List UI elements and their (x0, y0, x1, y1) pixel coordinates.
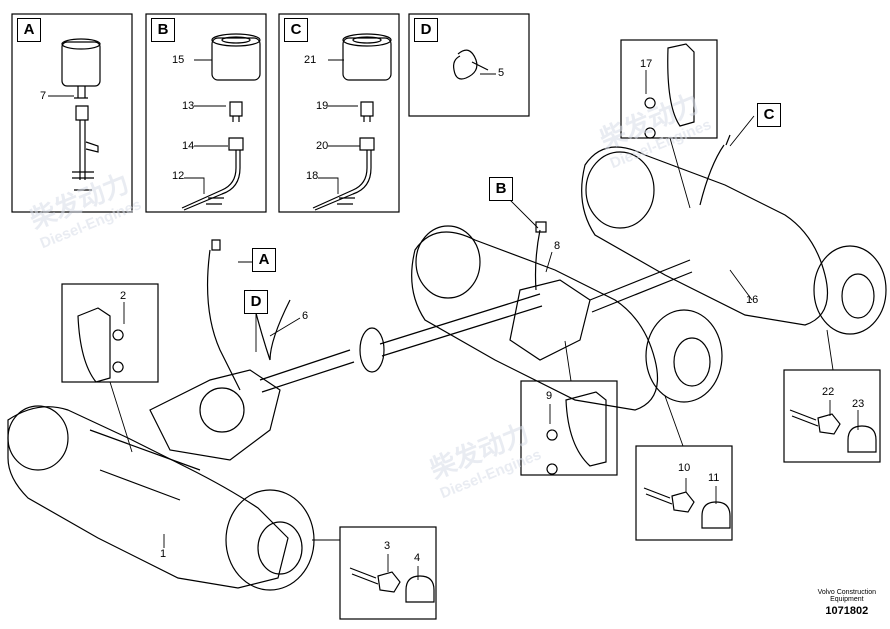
inset-b-breather-drawing (181, 33, 261, 211)
callout-10: 10 (678, 462, 691, 474)
callout-20: 20 (316, 140, 329, 152)
pointer-label-c: C (757, 103, 781, 127)
middle-axle-drawing (411, 225, 723, 411)
callout-7: 7 (40, 90, 47, 102)
callout-11: 11 (708, 472, 720, 484)
inset-label-a: A (17, 18, 41, 42)
detail-box-10-11 (635, 445, 733, 541)
inset-c-breather-drawing (312, 33, 392, 211)
inset-box-b (145, 13, 267, 213)
cap-23-drawing (847, 425, 877, 453)
bracket-17-drawing (644, 43, 695, 139)
front-axle-drawing (7, 405, 315, 591)
bracket-2-drawing (77, 307, 124, 383)
pointer-label-d: D (244, 290, 268, 314)
leader-lines (48, 59, 859, 580)
inset-a-breather-drawing (61, 38, 101, 191)
inset-label-d: D (414, 18, 438, 42)
callout-23: 23 (852, 398, 865, 410)
rear-axle-drawing (581, 134, 887, 335)
bolt-3-drawing (349, 567, 401, 593)
callout-17: 17 (640, 58, 653, 70)
inset-box-c (278, 13, 400, 213)
document-number: 1071802 (825, 605, 869, 617)
callout-12: 12 (172, 170, 185, 182)
callout-21: 21 (304, 54, 317, 66)
callout-13: 13 (182, 100, 195, 112)
callout-22: 22 (822, 386, 835, 398)
detail-box-3-4 (339, 526, 437, 620)
detail-box-9 (520, 380, 618, 476)
inset-label-c: C (284, 18, 308, 42)
centre-section-drawing (149, 293, 543, 461)
inset-d-cable-tie-drawing (453, 49, 489, 80)
callout-14: 14 (182, 140, 195, 152)
inset-label-b: B (151, 18, 175, 42)
callout-6: 6 (302, 310, 309, 322)
footer-company: Volvo Construction (817, 589, 876, 596)
cap-4-drawing (405, 575, 435, 603)
callout-8: 8 (554, 240, 561, 252)
callout-3: 3 (384, 540, 391, 552)
footer-company-sub: Equipment (830, 596, 864, 603)
callout-1: 1 (160, 548, 167, 560)
detail-box-22-23 (783, 369, 881, 463)
pointer-label-b: B (489, 177, 513, 201)
detail-box-17 (620, 39, 718, 139)
callout-15: 15 (172, 54, 185, 66)
pointer-label-a: A (252, 248, 276, 272)
callout-4: 4 (414, 552, 421, 564)
footer-block: Volvo Construction Equipment 1071802 (818, 589, 876, 617)
inset-box-a (11, 13, 133, 213)
inset-box-d (408, 13, 530, 117)
callout-5: 5 (498, 67, 505, 79)
bolt-10-drawing (643, 487, 695, 513)
cap-11-drawing (701, 501, 731, 529)
callout-9: 9 (546, 390, 553, 402)
callout-16: 16 (746, 294, 759, 306)
callout-19: 19 (316, 100, 329, 112)
bracket-9-drawing (546, 391, 607, 475)
callout-18: 18 (306, 170, 319, 182)
bolt-22-drawing (789, 409, 841, 435)
callout-2: 2 (120, 290, 127, 302)
